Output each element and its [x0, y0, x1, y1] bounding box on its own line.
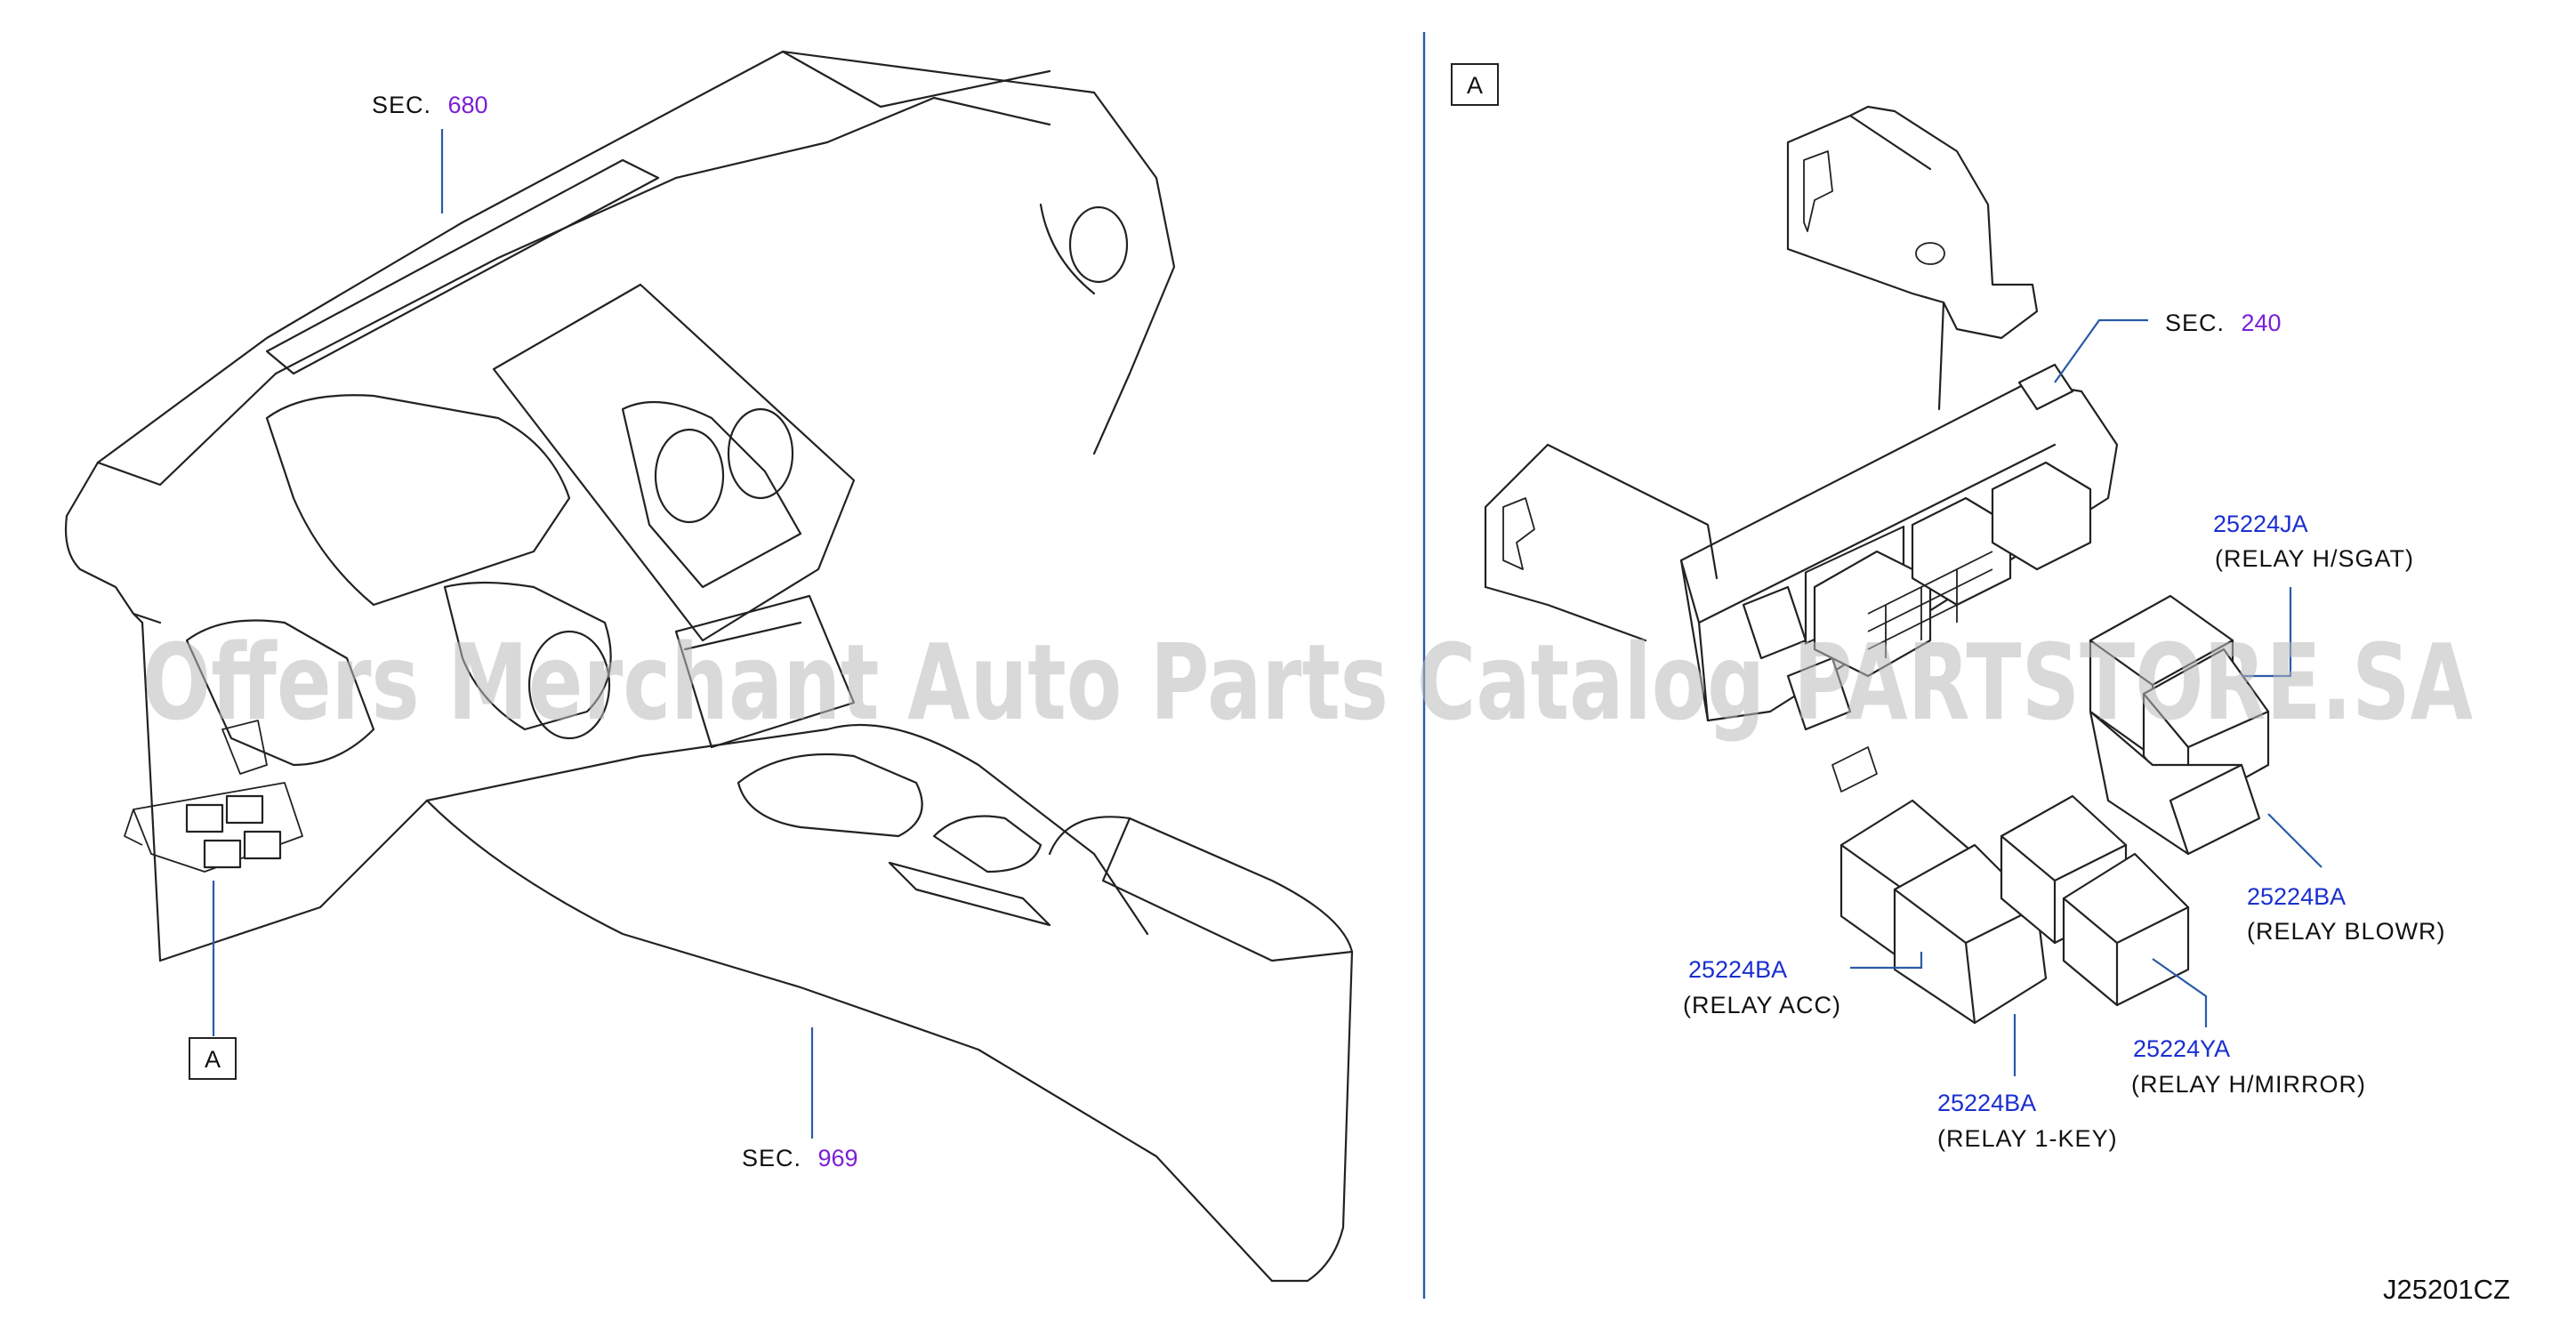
svg-text:25224BA: 25224BA	[1937, 1090, 2036, 1116]
section-ref-240[interactable]: SEC. 240	[2165, 310, 2282, 336]
callout-relay-h-sgat[interactable]: 25224JA (RELAY H/SGAT)	[2213, 511, 2414, 572]
drawing-code: J25201CZ	[2383, 1274, 2510, 1305]
svg-text:25224YA: 25224YA	[2133, 1035, 2230, 1062]
svg-text:25224BA: 25224BA	[2247, 883, 2346, 910]
fuse-block-bracket	[1484, 105, 2119, 793]
section-ref-969[interactable]: SEC. 969	[742, 1145, 858, 1171]
watermark: Offers Merchant Auto Parts Catalog PARTS…	[142, 621, 2473, 744]
section-ref-680[interactable]: SEC. 680	[372, 92, 488, 118]
right-leaders	[1850, 318, 2322, 1076]
svg-text:(RELAY 1-KEY): (RELAY 1-KEY)	[1937, 1125, 2118, 1152]
relay-blowr	[2089, 710, 2261, 856]
svg-text:(RELAY ACC): (RELAY ACC)	[1683, 992, 1841, 1018]
view-tag-a-right: A	[1451, 63, 1499, 106]
relay-h-mirror-2	[2062, 852, 2190, 1007]
callout-relay-h-mirror[interactable]: 25224YA (RELAY H/MIRROR)	[2131, 1035, 2366, 1098]
callout-relay-1-key[interactable]: 25224BA (RELAY 1-KEY)	[1937, 1090, 2118, 1152]
svg-text:(RELAY BLOWR): (RELAY BLOWR)	[2247, 918, 2446, 945]
svg-text:25224BA: 25224BA	[1688, 956, 1787, 983]
svg-text:25224JA: 25224JA	[2213, 511, 2308, 537]
left-leaders	[212, 129, 814, 1139]
callout-relay-blowr[interactable]: 25224BA (RELAY BLOWR)	[2247, 883, 2446, 945]
junction-block-small	[124, 720, 303, 873]
svg-text:(RELAY H/MIRROR): (RELAY H/MIRROR)	[2131, 1071, 2366, 1098]
callout-relay-acc[interactable]: 25224BA (RELAY ACC)	[1683, 956, 1841, 1018]
svg-text:(RELAY H/SGAT): (RELAY H/SGAT)	[2215, 545, 2414, 572]
view-tag-a-left: A	[189, 1037, 237, 1080]
svg-text:A: A	[205, 1046, 221, 1073]
dashboard-illustration	[64, 50, 1354, 1283]
svg-text:A: A	[1467, 72, 1483, 99]
